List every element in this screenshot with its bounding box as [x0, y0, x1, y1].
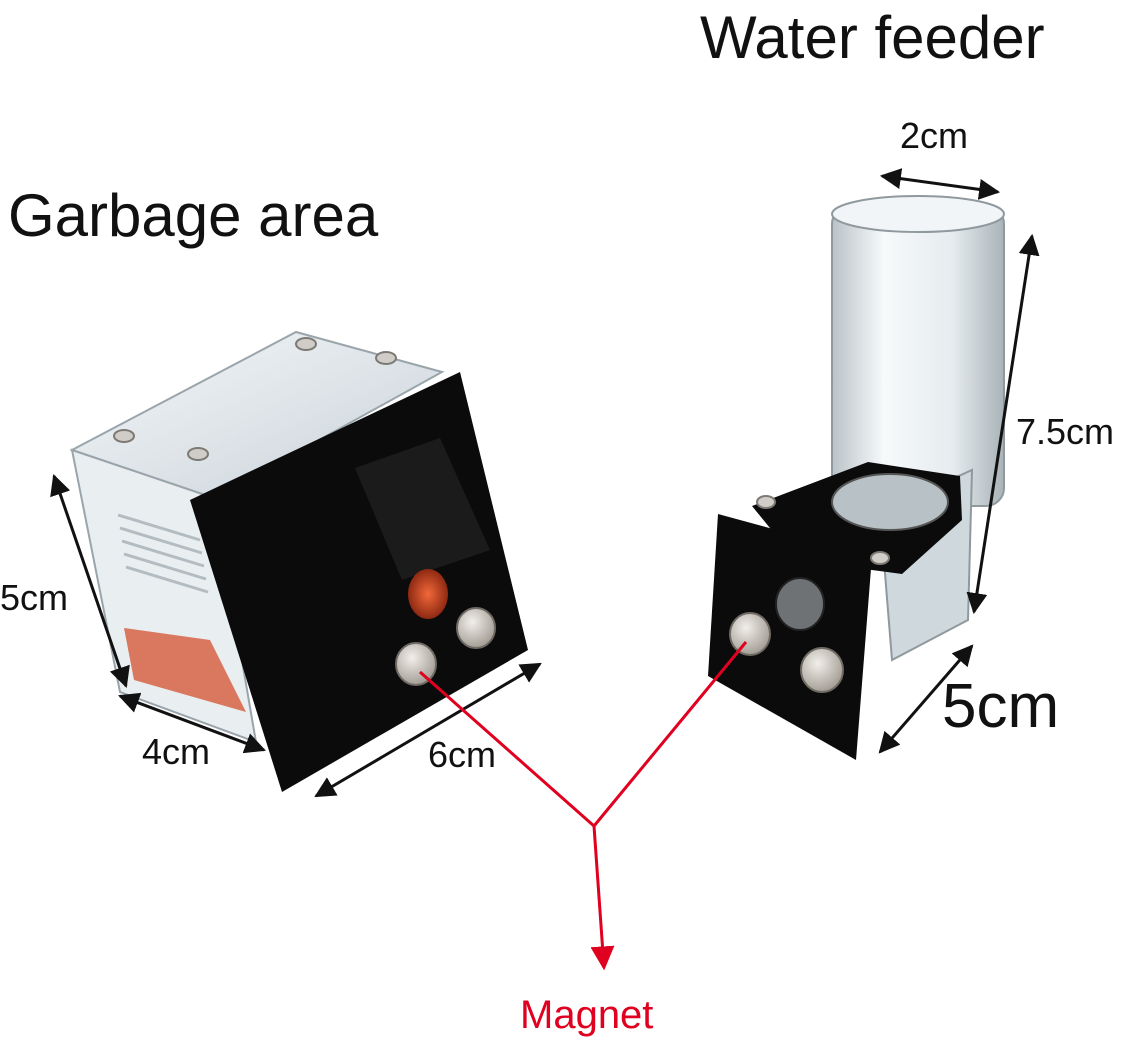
- feeder-hole: [775, 577, 825, 631]
- arrow-5cm-left: [50, 474, 130, 688]
- garbage-area-title: Garbage area: [8, 182, 379, 249]
- magnet-2: [395, 642, 437, 686]
- feeder-screws: [756, 495, 890, 565]
- dimension-arrows: [50, 168, 1040, 798]
- magnet-callout-lines: [419, 641, 748, 971]
- arrow-5cm-big: [878, 644, 974, 754]
- water-feeder-title: Water feeder: [700, 4, 1045, 71]
- tube-height-label: 7.5cm: [1016, 411, 1115, 452]
- feeder-width-label: 5cm: [942, 672, 1060, 741]
- red-sand-substrate: [124, 628, 246, 712]
- garbage-width-label: 6cm: [428, 734, 497, 775]
- magnet-4: [800, 647, 844, 693]
- water-feeder: [708, 195, 1005, 760]
- magnet-callout-label: Magnet: [520, 993, 654, 1037]
- entry-hole: [408, 569, 448, 619]
- screws: [113, 337, 397, 461]
- tube-diameter-label: 2cm: [900, 115, 969, 156]
- arrow-2cm: [879, 168, 1001, 200]
- feeder-black-block: [708, 514, 872, 760]
- glass-tube: [831, 205, 1005, 507]
- vent-slots: [117, 513, 209, 594]
- magnet-1: [456, 607, 496, 649]
- tube-opening: [831, 473, 949, 531]
- garbage-depth-label: 4cm: [142, 731, 211, 772]
- garbage-area-box: [69, 330, 528, 792]
- black-plate-notch: [355, 438, 490, 580]
- garbage-height-label: 5cm: [0, 577, 69, 618]
- magnet-3: [729, 612, 771, 656]
- tube-top-rim: [831, 195, 1005, 233]
- arrow-4cm: [118, 692, 266, 754]
- arrow-6cm: [314, 662, 542, 798]
- arrow-7-5cm: [966, 233, 1040, 615]
